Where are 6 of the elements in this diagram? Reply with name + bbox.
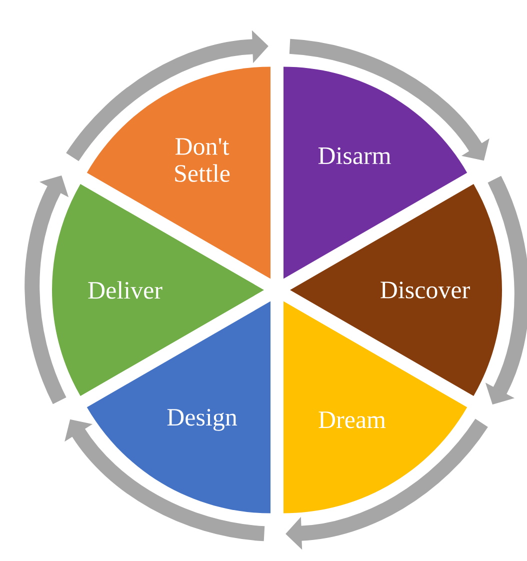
sector: Design xyxy=(86,301,270,514)
sector: Don't Settle xyxy=(86,66,270,279)
sector: Disarm xyxy=(284,66,468,279)
sector: Deliver xyxy=(52,184,264,396)
sector: Dream xyxy=(284,301,468,514)
sector: Discover xyxy=(290,184,502,396)
